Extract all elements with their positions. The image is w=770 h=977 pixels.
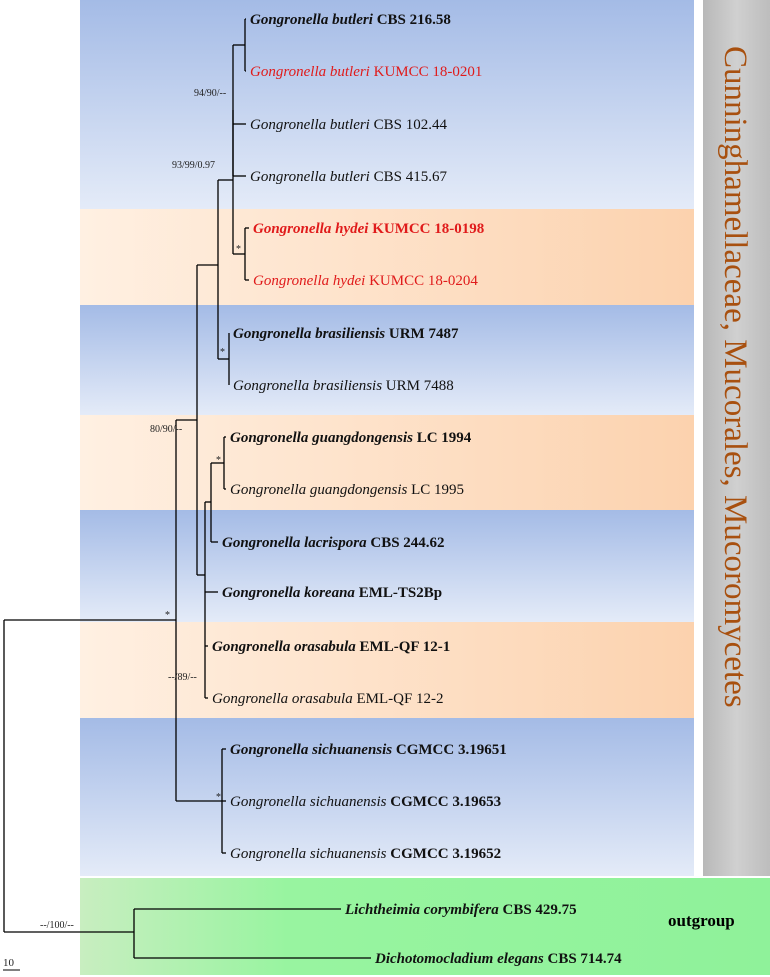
support-value: *	[220, 347, 225, 358]
taxon-species-name: Gongronella sichuanensis	[230, 846, 387, 862]
support-value: *	[236, 244, 241, 255]
taxon-strain: KUMCC 18-0204	[365, 273, 478, 289]
taxon-strain: EML-QF 12-2	[353, 691, 444, 707]
taxon-label: Gongronella brasiliensis URM 7488	[233, 378, 454, 394]
support-value: *	[165, 610, 170, 621]
support-value: 80/90/--	[150, 424, 182, 435]
taxon-label: Gongronella hydei KUMCC 18-0198	[253, 221, 484, 237]
taxon-strain: CGMCC 3.19652	[387, 846, 502, 862]
taxon-species-name: Gongronella lacrispora	[222, 535, 367, 551]
taxon-species-name: Lichtheimia corymbifera	[344, 902, 499, 918]
taxon-labels: Gongronella butleri CBS 216.58Gongronell…	[212, 12, 622, 967]
taxon-strain: CBS 714.74	[544, 951, 622, 967]
taxon-strain: URM 7488	[382, 378, 454, 394]
taxon-species-name: Dichotomocladium elegans	[374, 951, 544, 967]
taxon-strain: KUMCC 18-0198	[368, 221, 484, 237]
taxon-strain: LC 1994	[413, 430, 472, 446]
taxon-strain: URM 7487	[385, 326, 459, 342]
taxon-species-name: Gongronella guangdongensis	[230, 482, 408, 498]
taxon-label: Gongronella butleri CBS 102.44	[250, 117, 447, 133]
taxon-species-name: Gongronella guangdongensis	[230, 430, 413, 446]
family-bar	[703, 0, 770, 876]
taxon-strain: CGMCC 3.19651	[392, 742, 507, 758]
band-blue-1	[80, 0, 694, 209]
taxon-species-name: Gongronella orasabula	[212, 639, 356, 655]
taxon-label: Gongronella brasiliensis URM 7487	[233, 326, 459, 342]
tree-branches	[3, 18, 371, 959]
taxon-strain: LC 1995	[407, 482, 464, 498]
taxon-label: Gongronella sichuanensis CGMCC 3.19652	[230, 846, 501, 862]
band-blue-2	[80, 305, 694, 415]
taxon-label: Gongronella hydei KUMCC 18-0204	[253, 273, 478, 289]
taxon-label: Gongronella sichuanensis CGMCC 3.19653	[230, 794, 501, 810]
taxon-label: Gongronella sichuanensis CGMCC 3.19651	[230, 742, 507, 758]
taxon-strain: CBS 415.67	[370, 169, 448, 185]
taxon-strain: CGMCC 3.19653	[387, 794, 502, 810]
taxon-strain: CBS 429.75	[499, 902, 577, 918]
taxon-label: Gongronella koreana EML-TS2Bp	[222, 585, 442, 601]
taxon-species-name: Gongronella brasiliensis	[233, 326, 385, 342]
band-orange-3	[80, 622, 694, 718]
taxon-label: Gongronella butleri KUMCC 18-0201	[250, 64, 482, 80]
band-blue-3	[80, 510, 694, 622]
taxon-strain: EML-QF 12-1	[356, 639, 450, 655]
taxon-label: Lichtheimia corymbifera CBS 429.75	[344, 902, 577, 918]
taxon-species-name: Gongronella butleri	[250, 117, 370, 133]
band-blue-4	[80, 718, 694, 876]
band-orange-2	[80, 415, 694, 510]
taxon-label: Gongronella butleri CBS 216.58	[250, 12, 451, 28]
support-value: *	[216, 792, 221, 803]
support-value: --/100/--	[40, 920, 74, 931]
taxon-label: Gongronella orasabula EML-QF 12-1	[212, 639, 450, 655]
taxon-label: Gongronella butleri CBS 415.67	[250, 169, 447, 185]
support-value: --/89/--	[168, 672, 197, 683]
taxon-strain: CBS 102.44	[370, 117, 448, 133]
taxon-label: Dichotomocladium elegans CBS 714.74	[374, 951, 622, 967]
support-value: *	[216, 455, 221, 466]
taxon-species-name: Gongronella hydei	[253, 273, 365, 289]
taxon-label: Gongronella guangdongensis LC 1995	[230, 482, 464, 498]
taxon-strain: KUMCC 18-0201	[370, 64, 483, 80]
band-orange-1	[80, 209, 694, 305]
taxon-label: Gongronella orasabula EML-QF 12-2	[212, 691, 444, 707]
taxon-species-name: Gongronella orasabula	[212, 691, 353, 707]
taxon-species-name: Gongronella butleri	[250, 169, 370, 185]
taxon-species-name: Gongronella butleri	[250, 12, 374, 28]
family-label: Cunninghamellaceae, Mucorales, Mucoromyc…	[717, 46, 753, 708]
taxon-species-name: Gongronella sichuanensis	[230, 794, 387, 810]
taxon-species-name: Gongronella hydei	[253, 221, 369, 237]
taxon-label: Gongronella guangdongensis LC 1994	[230, 430, 472, 446]
taxon-label: Gongronella lacrispora CBS 244.62	[222, 535, 445, 551]
taxon-species-name: Gongronella brasiliensis	[233, 378, 382, 394]
taxon-species-name: Gongronella sichuanensis	[230, 742, 392, 758]
support-value: 93/99/0.97	[172, 160, 215, 171]
taxon-species-name: Gongronella butleri	[250, 64, 370, 80]
taxon-species-name: Gongronella koreana	[222, 585, 355, 601]
taxon-strain: CBS 216.58	[373, 12, 451, 28]
taxon-strain: EML-TS2Bp	[355, 585, 442, 601]
scale-bar-label: 10	[3, 957, 15, 969]
taxon-strain: CBS 244.62	[367, 535, 445, 551]
support-value: 94/90/--	[194, 88, 226, 99]
support-values: 94/90/-- 93/99/0.97 * * 80/90/-- * * --/…	[40, 88, 241, 931]
outgroup-label: outgroup	[668, 911, 735, 930]
band-green-outgroup	[80, 878, 770, 975]
